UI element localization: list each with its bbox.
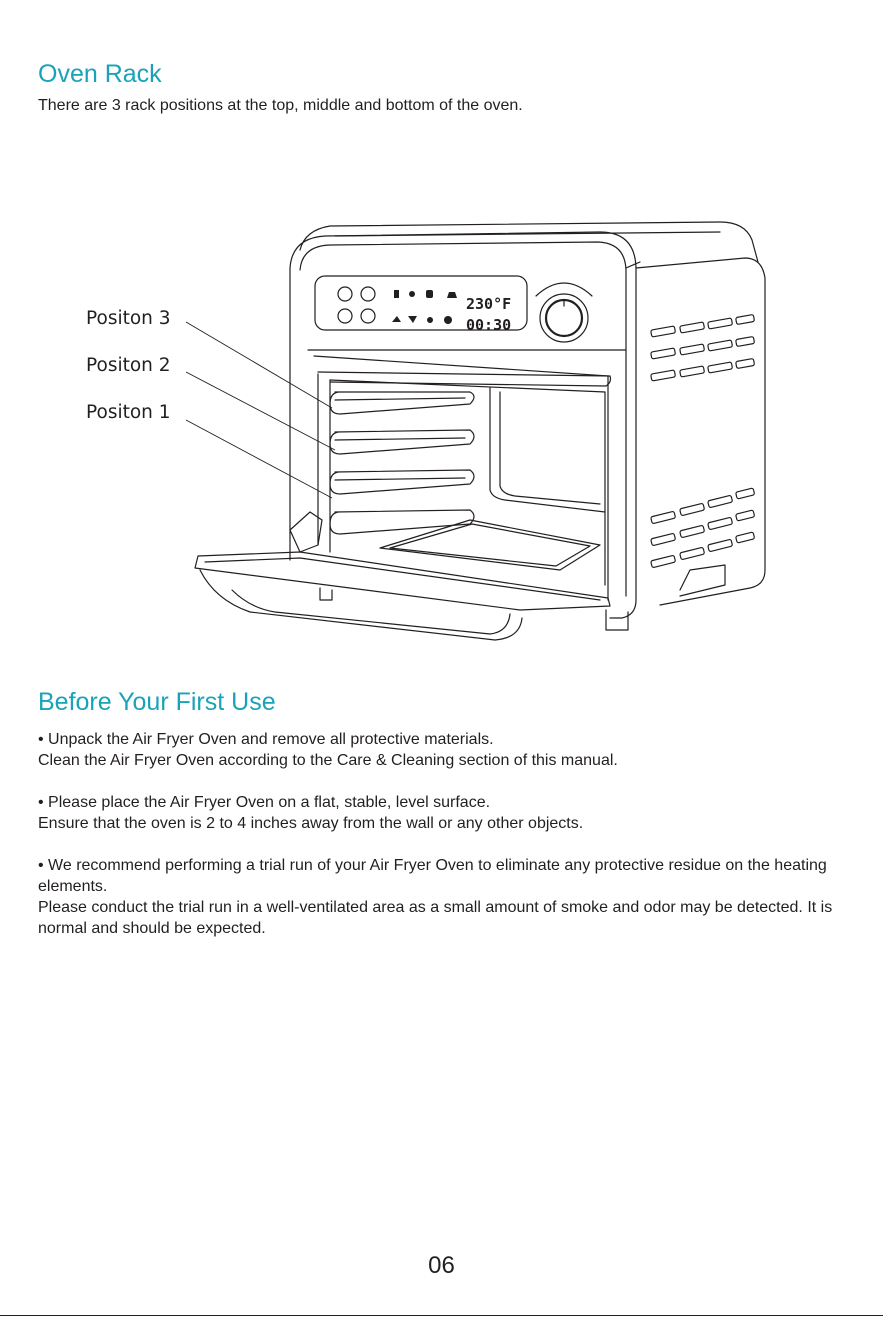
paragraph-placement-line1: • Please place the Air Fryer Oven on a f… <box>38 794 491 811</box>
paragraph-trial-run-line1: • We recommend performing a trial run of… <box>38 857 827 895</box>
oven-rack-intro: There are 3 rack positions at the top, m… <box>38 97 523 114</box>
page-number: 06 <box>428 1252 455 1279</box>
paragraph-unpack-line1: • Unpack the Air Fryer Oven and remove a… <box>38 731 494 748</box>
paragraph-unpack-line2: Clean the Air Fryer Oven according to th… <box>38 752 618 769</box>
footer-divider <box>0 1315 883 1316</box>
display-temperature: 230°F <box>466 295 511 313</box>
rack-position-3-label: Positon 3 <box>86 308 171 329</box>
rack-position-2-label: Positon 2 <box>86 355 171 376</box>
paragraph-trial-run-line2: Please conduct the trial run in a well-v… <box>38 899 833 937</box>
section-title-before-first-use: Before Your First Use <box>38 688 276 716</box>
rack-position-1-label: Positon 1 <box>86 402 171 423</box>
display-time: 00:30 <box>466 316 511 334</box>
section-title-oven-rack: Oven Rack <box>38 60 162 88</box>
paragraph-placement-line2: Ensure that the oven is 2 to 4 inches aw… <box>38 815 584 832</box>
